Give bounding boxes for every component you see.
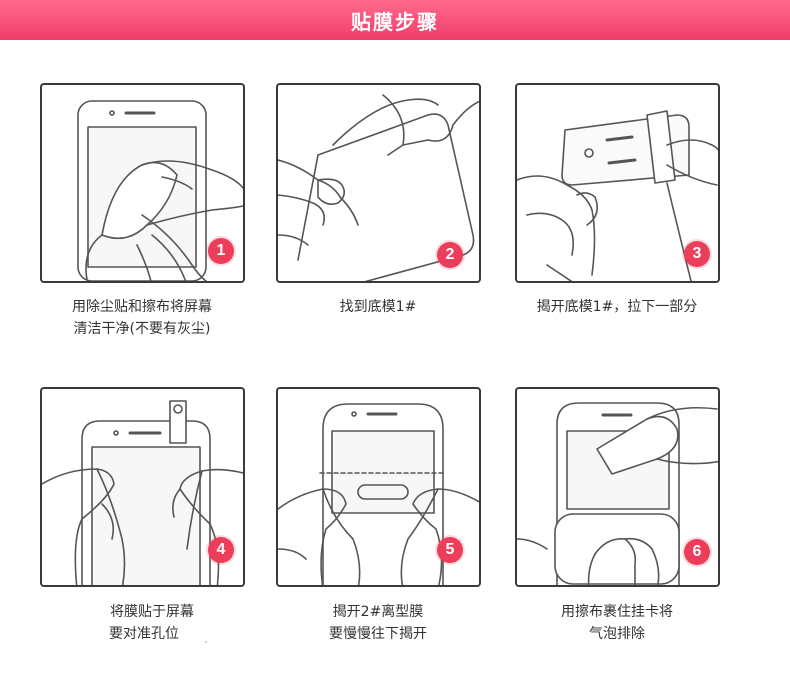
- step-2-caption-line-1: 找到底模1#: [258, 296, 498, 318]
- step-4-caption: 将膜贴于屏幕 要对准孔位: [32, 601, 272, 645]
- page-title: 贴膜步骤: [351, 6, 439, 35]
- step-3-badge: 3: [684, 241, 710, 267]
- step-2-illustration: 2: [276, 83, 481, 283]
- step-1-illustration: 1: [40, 83, 245, 283]
- step-4-badge: 4: [208, 537, 234, 563]
- stray-dot: [205, 641, 207, 643]
- step-6-caption: 用擦布裹住挂卡将 气泡排除: [497, 601, 737, 645]
- step-6-caption-line-2: 气泡排除: [497, 623, 737, 645]
- step-6-caption-line-1: 用擦布裹住挂卡将: [497, 601, 737, 623]
- step-1-caption-line-1: 用除尘贴和擦布将屏幕: [22, 296, 262, 318]
- step-4-caption-line-1: 将膜贴于屏幕: [32, 601, 272, 623]
- step-5-caption-line-1: 揭开2#离型膜: [258, 601, 498, 623]
- step-2-caption: 找到底模1#: [258, 296, 498, 318]
- step-5-caption-line-2: 要慢慢往下揭开: [258, 623, 498, 645]
- step-6-badge: 6: [684, 539, 710, 565]
- step-5-badge: 5: [437, 537, 463, 563]
- step-1-badge: 1: [208, 238, 234, 264]
- step-3-illustration: 3: [515, 83, 720, 283]
- header-banner: 贴膜步骤: [0, 0, 790, 40]
- step-3-caption-line-1: 揭开底模1#，拉下一部分: [497, 296, 737, 318]
- step-4-illustration: 4: [40, 387, 245, 587]
- step-5-illustration: 5: [276, 387, 481, 587]
- step-6-illustration: 6: [515, 387, 720, 587]
- step-4-caption-line-2: 要对准孔位: [32, 623, 272, 645]
- step-3-caption: 揭开底模1#，拉下一部分: [497, 296, 737, 318]
- step-5-caption: 揭开2#离型膜 要慢慢往下揭开: [258, 601, 498, 645]
- step-2-badge: 2: [437, 242, 463, 268]
- step-1-caption: 用除尘贴和擦布将屏幕 清洁干净(不要有灰尘): [22, 296, 262, 340]
- step-1-caption-line-2: 清洁干净(不要有灰尘): [22, 318, 262, 340]
